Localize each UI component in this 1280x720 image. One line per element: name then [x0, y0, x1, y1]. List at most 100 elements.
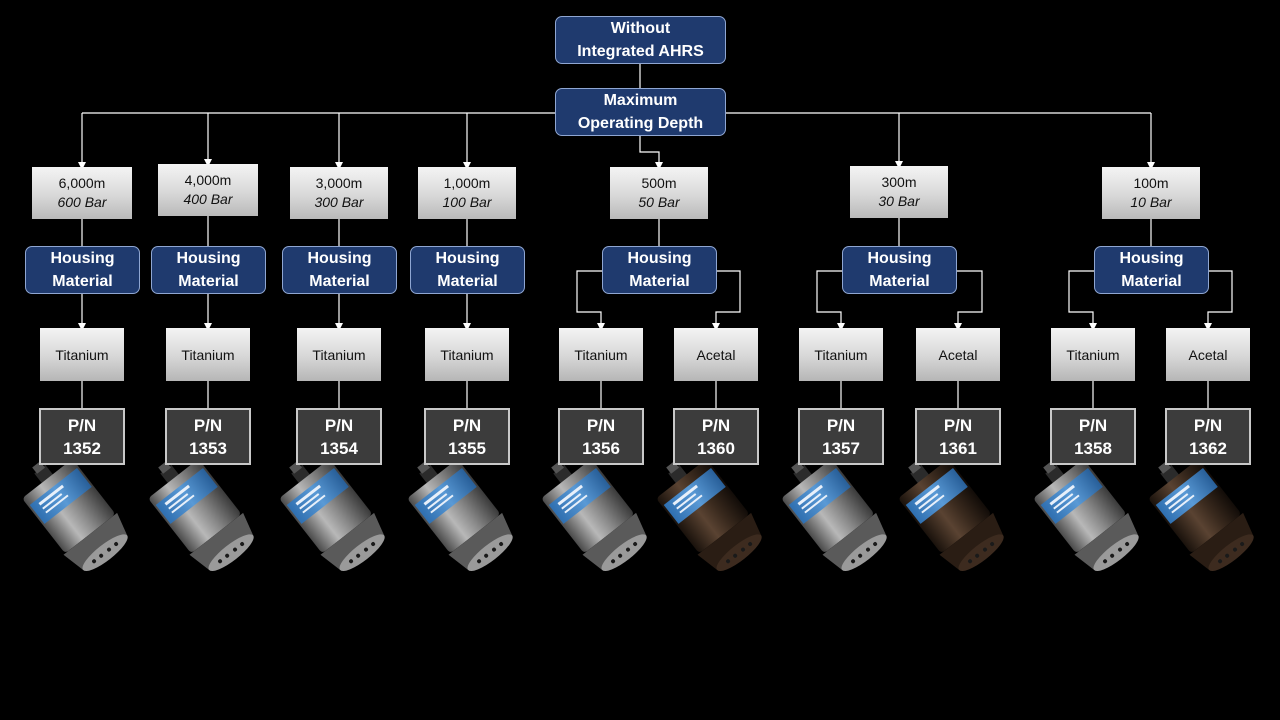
material-box-titanium[interactable]: Titanium — [799, 328, 883, 381]
housing-label-line2: Material — [309, 273, 370, 290]
depth-box-100m[interactable]: 100m 10 Bar — [1102, 167, 1200, 219]
material-label: Titanium — [55, 346, 109, 363]
material-box-acetal[interactable]: Acetal — [1166, 328, 1250, 381]
connector-line — [712, 270, 741, 331]
housing-label-line1: Housing — [307, 250, 372, 267]
depth-value: 4,000m — [184, 172, 232, 188]
pressure-value: 400 Bar — [183, 191, 233, 207]
housing-label-line1: Housing — [1119, 250, 1184, 267]
material-box-titanium[interactable]: Titanium — [1051, 328, 1135, 381]
depth-node-line2: Operating Depth — [577, 115, 704, 132]
pressure-value: 50 Bar — [638, 194, 680, 210]
depth-box-6000m[interactable]: 6,000m 600 Bar — [32, 167, 132, 219]
material-label: Titanium — [814, 346, 868, 363]
depth-value: 1,000m — [443, 175, 491, 191]
depth-value: 100m — [1133, 175, 1169, 191]
titanium-sensor-image — [1034, 460, 1139, 572]
material-box-titanium[interactable]: Titanium — [425, 328, 509, 381]
pn-label: P/N — [324, 415, 354, 435]
pressure-value: 100 Bar — [442, 194, 492, 210]
titanium-sensor-image — [782, 460, 887, 572]
depth-value: 300m — [881, 174, 917, 190]
pn-label: P/N — [943, 415, 973, 435]
pressure-value: 300 Bar — [314, 194, 364, 210]
pn-value: 1360 — [697, 438, 735, 458]
part-number-box[interactable]: P/N 1354 — [296, 408, 382, 465]
pn-label: P/N — [452, 415, 482, 435]
pn-value: 1354 — [320, 438, 358, 458]
pn-label: P/N — [701, 415, 731, 435]
housing-label-line1: Housing — [176, 250, 241, 267]
pn-value: 1353 — [189, 438, 227, 458]
material-label: Acetal — [1188, 346, 1228, 363]
pressure-value: 600 Bar — [57, 194, 107, 210]
pn-value: 1361 — [939, 438, 977, 458]
acetal-sensor-image — [899, 460, 1004, 572]
depth-box-3000m[interactable]: 3,000m 300 Bar — [290, 167, 388, 219]
material-box-titanium[interactable]: Titanium — [166, 328, 250, 381]
depth-box-4000m[interactable]: 4,000m 400 Bar — [158, 164, 258, 216]
depth-box-500m[interactable]: 500m 50 Bar — [610, 167, 708, 219]
connector-line — [1204, 270, 1233, 331]
pn-label: P/N — [1078, 415, 1108, 435]
depth-value: 3,000m — [315, 175, 363, 191]
root-label-line2: Integrated AHRS — [577, 43, 704, 60]
titanium-sensor-image — [149, 460, 254, 572]
connector-line — [639, 136, 663, 170]
housing-label-line2: Material — [178, 273, 239, 290]
pn-value: 1362 — [1189, 438, 1227, 458]
housing-label-line1: Housing — [435, 250, 500, 267]
housing-label-line2: Material — [52, 273, 113, 290]
depth-value: 500m — [641, 175, 677, 191]
pn-label: P/N — [586, 415, 616, 435]
connector-line — [954, 270, 983, 331]
pn-value: 1352 — [63, 438, 101, 458]
titanium-sensor-image — [280, 460, 385, 572]
titanium-sensor-image — [542, 460, 647, 572]
acetal-sensor-image — [657, 460, 762, 572]
pn-value: 1357 — [822, 438, 860, 458]
housing-label-line2: Material — [869, 273, 930, 290]
depth-value: 6,000m — [58, 175, 106, 191]
material-box-titanium[interactable]: Titanium — [559, 328, 643, 381]
pressure-value: 10 Bar — [1130, 194, 1172, 210]
part-number-box[interactable]: P/N 1356 — [558, 408, 644, 465]
connector-line — [1068, 270, 1097, 331]
part-number-box[interactable]: P/N 1355 — [424, 408, 510, 465]
material-box-titanium[interactable]: Titanium — [40, 328, 124, 381]
part-number-box[interactable]: P/N 1361 — [915, 408, 1001, 465]
acetal-sensor-image — [1149, 460, 1254, 572]
depth-box-1000m[interactable]: 1,000m 100 Bar — [418, 167, 516, 219]
material-box-titanium[interactable]: Titanium — [297, 328, 381, 381]
housing-label-line2: Material — [629, 273, 690, 290]
root-label-line1: Without — [610, 20, 671, 37]
pn-value: 1356 — [582, 438, 620, 458]
housing-label-line2: Material — [1121, 273, 1182, 290]
material-box-acetal[interactable]: Acetal — [916, 328, 1000, 381]
material-box-acetal[interactable]: Acetal — [674, 328, 758, 381]
pn-label: P/N — [67, 415, 97, 435]
housing-label-line1: Housing — [50, 250, 115, 267]
material-label: Titanium — [312, 346, 366, 363]
material-label: Titanium — [574, 346, 628, 363]
housing-label-line1: Housing — [867, 250, 932, 267]
connector-line — [816, 270, 845, 331]
pn-value: 1355 — [448, 438, 486, 458]
part-number-box[interactable]: P/N 1360 — [673, 408, 759, 465]
material-label: Titanium — [181, 346, 235, 363]
part-number-box[interactable]: P/N 1352 — [39, 408, 125, 465]
